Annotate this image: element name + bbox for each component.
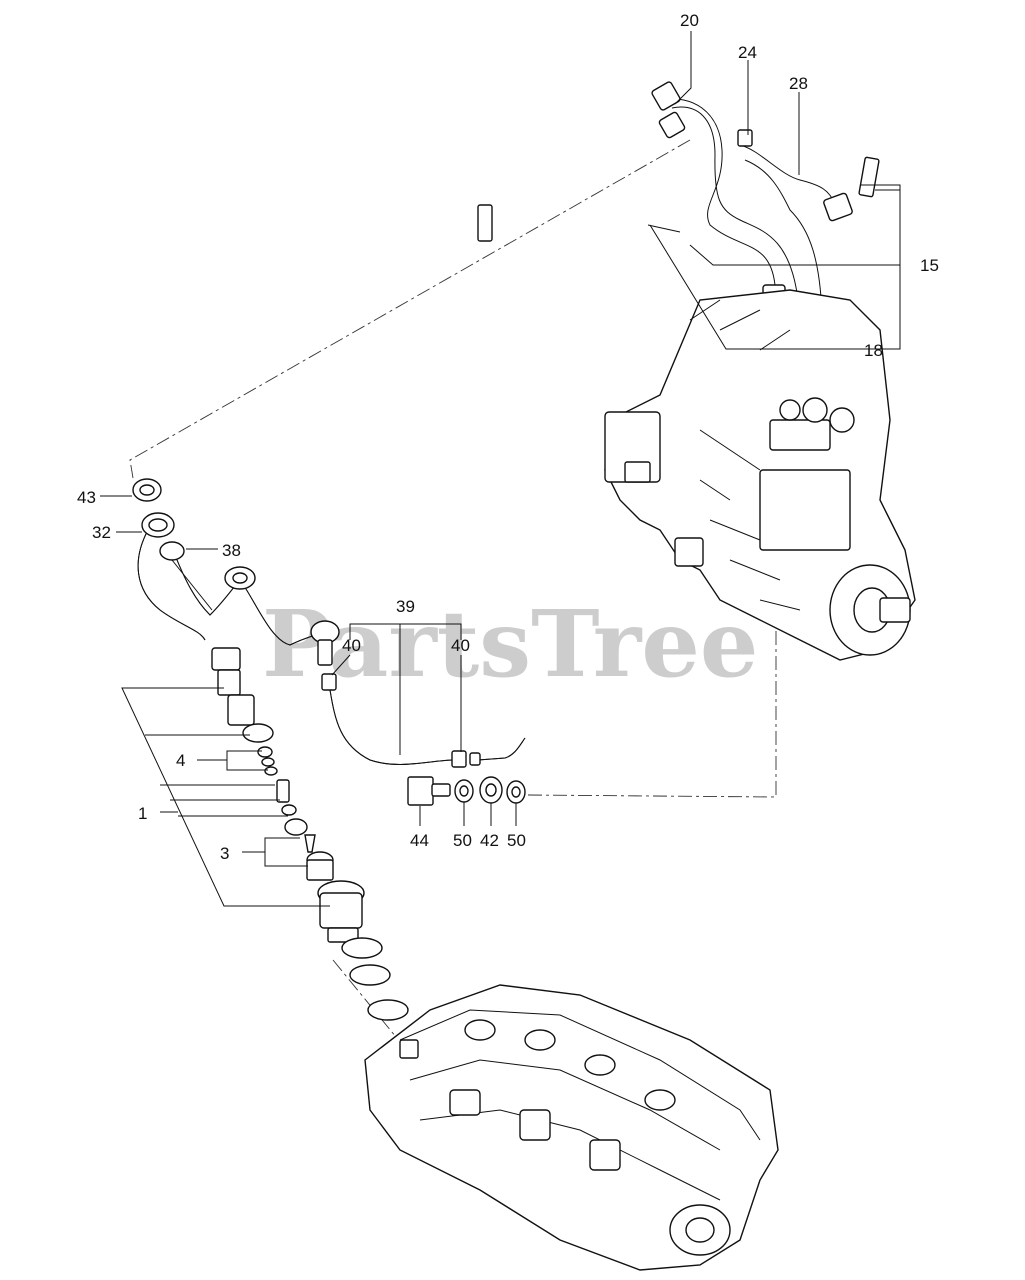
fuel-injection-pump (604, 289, 916, 661)
injector-nozzle-stack (211, 647, 409, 1021)
leader-lines (100, 31, 901, 907)
callout-labels: 20 24 28 15 18 43 32 38 39 40 40 4 1 3 4… (77, 11, 939, 863)
callout-42: 42 (480, 831, 499, 850)
callout-40-right: 40 (451, 636, 470, 655)
callout-4: 4 (176, 751, 185, 770)
callout-20: 20 (680, 11, 699, 30)
callout-50-right: 50 (507, 831, 526, 850)
callout-3: 3 (220, 844, 229, 863)
callout-32: 32 (92, 523, 111, 542)
callout-1: 1 (138, 804, 147, 823)
watermark-logo: PartsTree (262, 590, 758, 698)
callout-40-left: 40 (342, 636, 361, 655)
leak-off-pipe-assembly (132, 478, 340, 666)
callout-43: 43 (77, 488, 96, 507)
cylinder-head (364, 984, 779, 1271)
callout-28: 28 (789, 74, 808, 93)
callout-39: 39 (396, 597, 415, 616)
callout-50-left: 50 (453, 831, 472, 850)
callout-18: 18 (864, 341, 883, 360)
banjo-fittings (407, 776, 526, 806)
callout-38: 38 (222, 541, 241, 560)
callout-24: 24 (738, 43, 757, 62)
overflow-hose (321, 673, 526, 768)
callout-44: 44 (410, 831, 429, 850)
callout-15: 15 (920, 256, 939, 275)
